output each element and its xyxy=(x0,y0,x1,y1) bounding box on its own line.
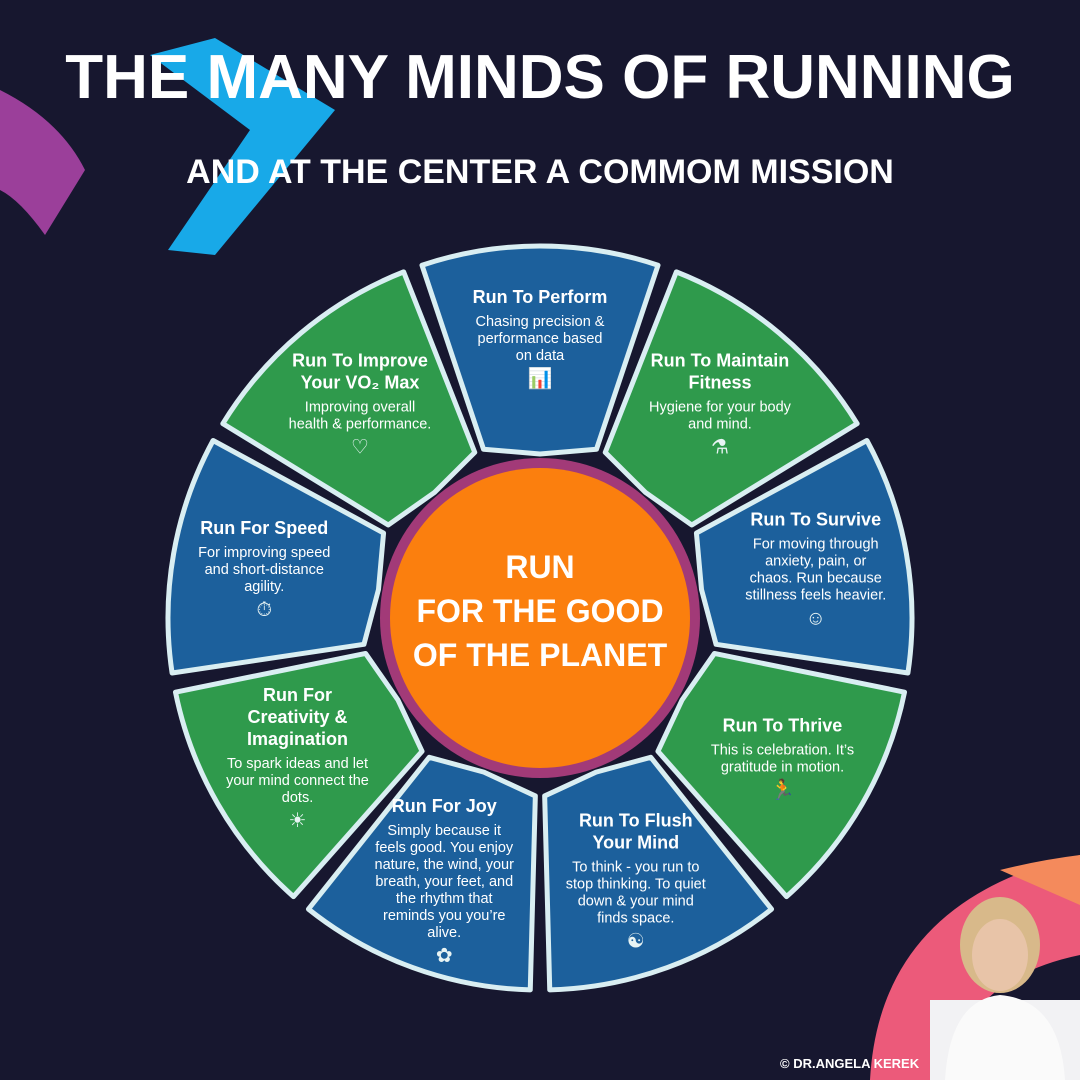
segment-1: Run To Perform Chasing precision & perfo… xyxy=(468,286,612,390)
segment-description: Improving overall health & performance. xyxy=(288,399,432,432)
segment-7-shape xyxy=(172,650,425,900)
segment-8: Run For Speed For improving speed and sh… xyxy=(192,517,336,621)
segment-title: Run For Creativity & Imagination xyxy=(246,685,348,749)
author-photo xyxy=(930,897,1080,1080)
segment-description: For moving through anxiety, pain, or cha… xyxy=(745,536,887,604)
segment-description: To spark ideas and let your mind connect… xyxy=(226,756,369,806)
segment-4: Run To Thrive This is celebration. It’s … xyxy=(710,715,854,802)
segment-description: For improving speed and short-distance a… xyxy=(198,545,331,596)
chart-icon: 📊 xyxy=(527,368,553,390)
magenta-arc-decor xyxy=(0,90,85,235)
center-line-1: RUN xyxy=(505,549,575,585)
segment-6-shape xyxy=(305,754,538,993)
segment-3: Run To Survive For moving through anxiet… xyxy=(744,509,888,630)
segment-title: Run To Perform xyxy=(472,287,608,307)
center-mission: RUN FOR THE GOOD OF THE PLANET xyxy=(385,545,695,677)
segment-title: Run To Improve Your VO₂ Max xyxy=(292,350,428,392)
copyright: © DR.ANGELA KEREK xyxy=(780,1056,920,1071)
segment-description: This is celebration. It’s gratitude in m… xyxy=(710,742,855,776)
segment-5: Run To Flush Your Mind To think - you ru… xyxy=(564,810,708,953)
segment-description: Chasing precision & performance based on… xyxy=(475,314,605,364)
segment-4-shape xyxy=(655,650,908,900)
segment-title: Run For Speed xyxy=(200,518,329,539)
segment-1-shape xyxy=(419,243,661,457)
segment-2-shape xyxy=(602,269,860,528)
segment-title: Run To Maintain Fitness xyxy=(650,350,790,392)
segment-description: To think - you run to stop thinking. To … xyxy=(565,859,706,927)
segment-3-shape xyxy=(693,437,915,676)
segment-title: Run To Thrive xyxy=(722,715,843,736)
segment-9-shape xyxy=(220,269,478,528)
flask-icon: ⚗ xyxy=(711,436,729,458)
segment-description: Hygiene for your body and mind. xyxy=(649,399,791,432)
segment-6: Run For Joy Simply because it feels good… xyxy=(372,795,516,967)
orange-arc-decor xyxy=(1000,855,1080,905)
segment-description: Simply because it feels good. You enjoy … xyxy=(374,823,514,942)
center-line-3: OF THE PLANET xyxy=(412,637,668,673)
segment-9: Run To Improve Your VO₂ Max Improving ov… xyxy=(288,349,432,458)
segment-title: Run For Joy xyxy=(391,796,497,817)
plant-icon: ✿ xyxy=(435,945,453,968)
heart-icon: ♡ xyxy=(351,436,369,458)
runner-icon: 🏃 xyxy=(770,779,795,802)
center-circle xyxy=(390,468,690,768)
segment-2: Run To Maintain Fitness Hygiene for your… xyxy=(648,349,792,458)
page-subtitle: AND AT THE CENTER A COMMOM MISSION xyxy=(186,153,894,191)
segment-7: Run For Creativity & Imagination To spar… xyxy=(226,684,370,832)
stopwatch-icon: ⏱ xyxy=(256,599,273,622)
person-icon: ☺ xyxy=(805,607,826,630)
segment-8-shape xyxy=(165,437,387,676)
segment-title: Run To Survive xyxy=(750,509,882,530)
page-title: THE MANY MINDS OF RUNNING xyxy=(65,43,1015,112)
segment-title: Run To Flush Your Mind xyxy=(578,810,693,853)
segment-5-shape xyxy=(542,754,775,993)
center-line-2: FOR THE GOOD xyxy=(416,593,664,629)
meditation-icon: ☯ xyxy=(626,930,645,953)
cyan-chevron-decor xyxy=(150,38,335,255)
lightbulb-icon: ☀ xyxy=(288,810,307,832)
